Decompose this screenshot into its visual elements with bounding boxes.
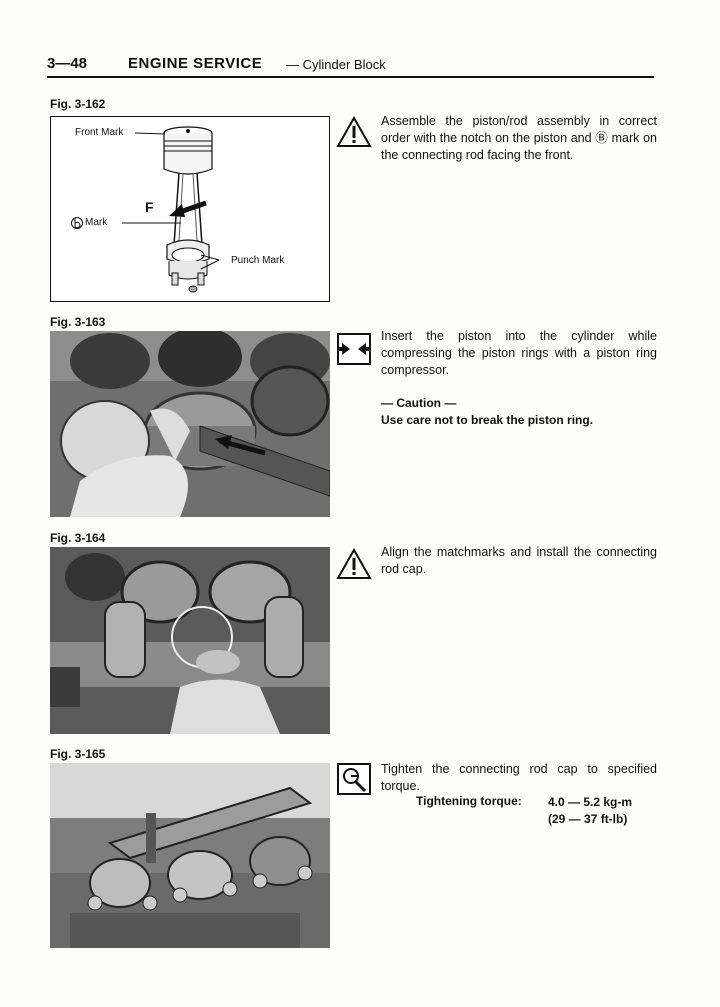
header-rule <box>47 76 654 78</box>
piston-rod-diagram: Front Mark F Mark Punch Mark <box>50 116 330 302</box>
torque-wrench-icon <box>337 763 371 795</box>
connecting-rod-cap-photo <box>50 547 330 734</box>
torque-value-metric: 4.0 — 5.2 kg-m <box>548 795 633 809</box>
b-mark-callout: Mark <box>85 217 108 228</box>
instruction-text: Tighten the connecting rod cap to specif… <box>381 762 657 793</box>
install-arrows-icon <box>337 333 371 365</box>
warning-triangle-icon <box>336 116 372 147</box>
figure-label: Fig. 3-165 <box>50 747 106 761</box>
instruction-text: Insert the piston into the cylinder whil… <box>381 329 657 377</box>
front-mark-callout: Front Mark <box>75 127 124 138</box>
torque-value-imperial: (29 — 37 ft-lb) <box>548 812 628 826</box>
caution-text: Use care not to break the piston ring. <box>381 413 594 427</box>
figure-label: Fig. 3-164 <box>50 531 106 545</box>
piston-insertion-photo <box>50 331 330 517</box>
caution-heading: — Caution — <box>381 396 457 410</box>
warning-triangle-icon <box>336 548 372 579</box>
page-number: 3—48 <box>47 55 88 72</box>
figure-label: Fig. 3-162 <box>50 97 106 111</box>
figure-label: Fig. 3-163 <box>50 315 106 329</box>
section-title: ENGINE SERVICE <box>128 55 263 72</box>
instruction-text: Assemble the piston/rod assembly in corr… <box>381 114 657 162</box>
torque-tightening-photo <box>50 763 330 948</box>
subsection-title: — Cylinder Block <box>286 57 386 72</box>
punch-mark-callout: Punch Mark <box>231 255 285 266</box>
front-direction-callout: F <box>145 199 154 215</box>
instruction-text: Align the matchmarks and install the con… <box>381 545 657 576</box>
torque-label: Tightening torque: <box>416 794 522 808</box>
